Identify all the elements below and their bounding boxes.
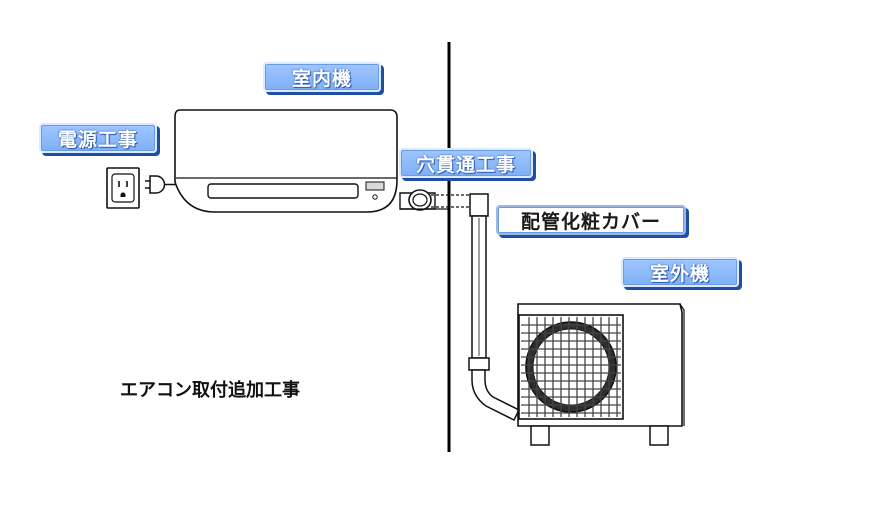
caption-title: エアコン取付追加工事 [120,380,300,401]
label-indoor-unit: 室内機 [263,62,381,92]
label-power-work: 電源工事 [39,123,157,153]
label-outdoor-unit: 室外機 [621,257,739,287]
label-pipe-cover: 配管化粧カバー [496,205,686,235]
pipe-cover [468,193,521,422]
outdoor-unit [517,303,685,446]
indoor-unit [174,109,398,213]
label-hole-work: 穴貫通工事 [399,148,533,178]
wall-pipe [399,189,471,211]
outlet-icon [106,167,140,209]
plug-icon [145,175,178,194]
